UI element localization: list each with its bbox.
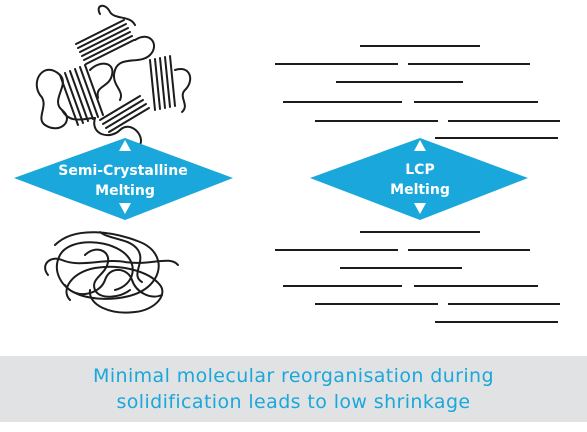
arrow-down-icon [119,203,131,214]
lamella-stack-top [75,19,135,65]
arrow-up-icon [414,140,426,151]
amorphous-melt-structure [44,231,179,314]
lcp-ordered-bottom [275,231,560,323]
semi-crystalline-structure [35,4,192,146]
semi-crystalline-label: Semi-Crystalline [58,163,187,179]
lcp-melting-label: Melting [390,182,450,198]
lcp-ordered-top [275,45,560,139]
semi-crystalline-melting-label: Melting [95,183,155,199]
lcp-label: LCP [405,162,434,178]
arrow-up-icon [119,140,131,151]
caption-line-2: solidification leads to low shrinkage [116,391,471,413]
lamella-stack-right [149,55,176,111]
semi-crystalline-melting-diamond: Semi-Crystalline Melting [14,138,233,220]
lamella-stack-lower [99,95,150,133]
arrow-down-icon [414,203,426,214]
caption-line-1: Minimal molecular reorganisation during [93,365,494,387]
caption-banner: Minimal molecular reorganisation during … [0,356,587,422]
lcp-melting-diamond: LCP Melting [310,138,528,220]
